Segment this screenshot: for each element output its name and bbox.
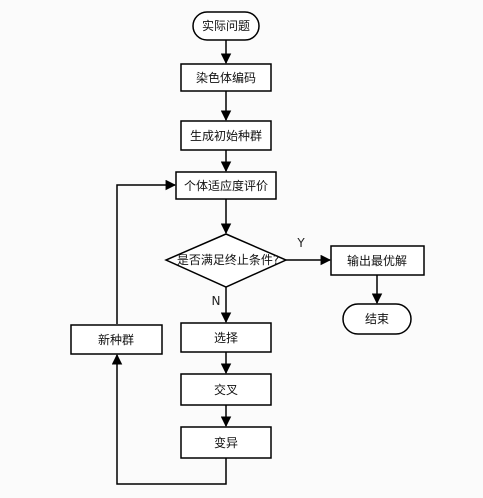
node-fitness-label: 个体适应度评价 [184,178,268,193]
node-fitness: 个体适应度评价 [175,171,277,200]
node-start: 实际问题 [192,11,260,41]
node-init-population: 生成初始种群 [180,120,272,151]
node-select: 选择 [180,322,272,353]
node-encode: 染色体编码 [180,63,272,92]
edge-label-no: N [212,294,221,308]
node-end: 结束 [342,303,412,335]
edge-newpop-to-fitness [116,179,177,324]
node-end-label: 结束 [365,312,389,326]
node-condition-label: 是否满足终止条件? [177,252,279,267]
node-mutation: 变异 [180,426,272,459]
node-new-population-label: 新种群 [98,332,134,347]
edge-mutation-to-newpop [111,353,227,485]
node-new-population: 新种群 [70,324,163,355]
node-start-label: 实际问题 [202,18,250,33]
edge-label-yes: Y [296,236,305,250]
node-crossover: 交叉 [180,373,272,406]
node-condition: 是否满足终止条件? [164,233,288,288]
node-encode-label: 染色体编码 [196,70,256,85]
node-select-label: 选择 [214,331,238,345]
node-mutation-label: 变异 [214,435,238,450]
node-init-population-label: 生成初始种群 [190,129,262,143]
node-output-label: 输出最优解 [347,253,407,268]
node-crossover-label: 交叉 [214,382,238,397]
node-output: 输出最优解 [330,245,425,276]
